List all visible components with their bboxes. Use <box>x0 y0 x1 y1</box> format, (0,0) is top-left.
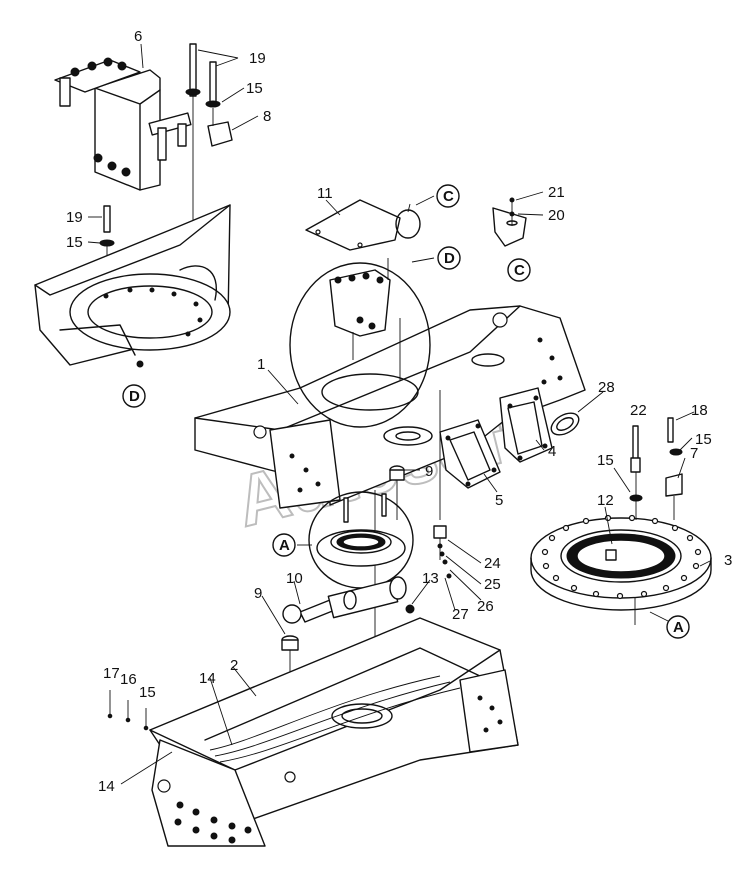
marker-a-right: A <box>673 619 684 636</box>
callout-15-lower: 15 <box>139 684 156 701</box>
cylinder-10 <box>282 576 407 624</box>
callout-10: 10 <box>286 570 303 587</box>
callout-2: 2 <box>230 657 238 674</box>
frame-holes <box>174 695 503 844</box>
callout-17: 17 <box>103 665 120 682</box>
callout-3: 3 <box>724 552 732 569</box>
callout-9-upper: 9 <box>425 463 433 480</box>
callout-25: 25 <box>484 576 501 593</box>
callout-19-left: 19 <box>66 209 83 226</box>
slewing-ring-3 <box>530 514 712 625</box>
callout-26: 26 <box>477 598 494 615</box>
callout-1: 1 <box>257 356 265 373</box>
callout-11: 11 <box>317 185 333 202</box>
ring-bolts-right <box>629 417 683 520</box>
callout-12: 12 <box>597 492 614 509</box>
callout-15-left: 15 <box>66 234 83 251</box>
leader-lines <box>87 43 711 785</box>
callout-14-upper: 14 <box>199 670 216 687</box>
marker-d-bottom: D <box>129 388 140 405</box>
callout-15-right-b: 15 <box>597 452 614 469</box>
callout-27: 27 <box>452 606 469 623</box>
bolts-15-16-17 <box>107 690 149 731</box>
callout-9-lower: 9 <box>254 585 262 602</box>
callout-4: 4 <box>548 443 556 460</box>
callout-13: 13 <box>422 570 439 587</box>
callout-15-top: 15 <box>246 80 263 97</box>
fittings-24-27 <box>433 525 452 579</box>
marker-c-bottom: C <box>514 262 525 279</box>
detail-markers: C D C D A A <box>122 184 690 639</box>
detail-d-circle <box>289 258 431 428</box>
upper-frame-1 <box>194 305 586 509</box>
callout-15-right-a: 15 <box>695 431 712 448</box>
callout-16: 16 <box>120 671 137 688</box>
detail-d-turret <box>34 204 231 368</box>
ring-holes <box>541 514 702 600</box>
detail-d-valve-block <box>54 43 233 330</box>
callout-14-lower: 14 <box>98 778 115 795</box>
callout-labels: 6 19 15 8 19 15 11 21 20 1 28 22 18 15 1… <box>66 28 732 795</box>
marker-d-top: D <box>444 250 455 267</box>
callout-20: 20 <box>548 207 565 224</box>
callout-18: 18 <box>691 402 708 419</box>
callout-8: 8 <box>263 108 271 125</box>
callout-24: 24 <box>484 555 501 572</box>
callout-21: 21 <box>548 184 565 201</box>
callout-5: 5 <box>495 492 503 509</box>
callout-28: 28 <box>598 379 615 396</box>
marker-c-top: C <box>443 188 454 205</box>
callout-6: 6 <box>134 28 142 45</box>
detail-c-plate <box>492 197 527 247</box>
marker-a-left: A <box>279 537 290 554</box>
seal-28 <box>550 412 580 436</box>
mount-plate-5 <box>439 419 501 489</box>
detail-a-circle <box>308 491 414 589</box>
callout-7: 7 <box>690 445 698 462</box>
callout-19-top: 19 <box>249 50 266 67</box>
lower-frame-2 <box>149 617 519 847</box>
callout-22: 22 <box>630 402 647 419</box>
cover-plate-11 <box>305 199 421 251</box>
